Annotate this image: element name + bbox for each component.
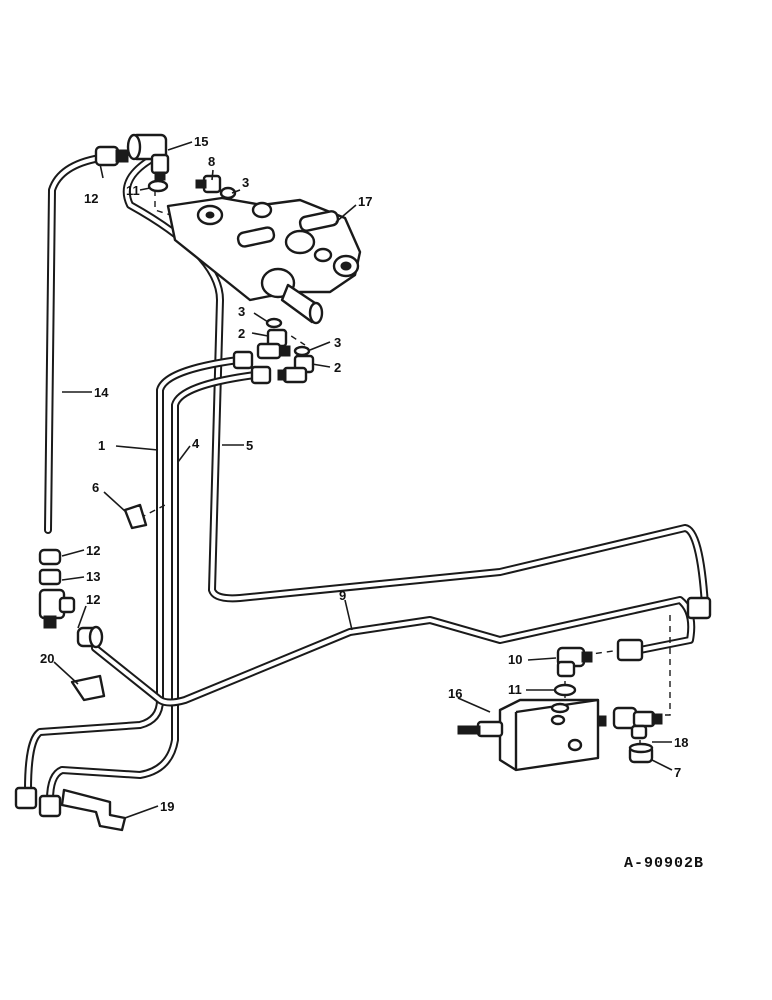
connector-12-mid <box>38 548 62 566</box>
callout-2-right: 2 <box>334 360 341 375</box>
callout-9: 9 <box>339 588 346 603</box>
control-valve-17 <box>166 196 362 325</box>
elbow-2-left <box>256 328 291 360</box>
bracket-19 <box>60 788 127 832</box>
nut-pipe-5 <box>686 596 712 620</box>
callout-8: 8 <box>208 154 215 169</box>
callout-16: 16 <box>448 686 462 701</box>
pipe-9 <box>91 596 696 707</box>
connector-12-lower <box>76 625 104 649</box>
o-ring-11-lower <box>553 683 577 697</box>
pipe-5 <box>122 156 709 609</box>
o-ring-3-left <box>265 317 283 329</box>
bracket-20 <box>70 674 106 702</box>
callout-3-top: 3 <box>242 175 249 190</box>
cap-7 <box>628 742 654 764</box>
callout-15: 15 <box>194 134 208 149</box>
o-ring-11-top <box>147 179 169 193</box>
elbow-fitting-15 <box>126 133 170 181</box>
nut-pipe-9 <box>616 638 644 662</box>
callout-19: 19 <box>160 799 174 814</box>
callout-10: 10 <box>508 652 522 667</box>
nut-end-4 <box>38 794 62 818</box>
fitting-8 <box>195 174 222 194</box>
callout-6: 6 <box>92 480 99 495</box>
callout-20: 20 <box>40 651 54 666</box>
callout-7: 7 <box>674 765 681 780</box>
callout-13: 13 <box>86 569 100 584</box>
callout-5: 5 <box>246 438 253 453</box>
o-ring-3-right <box>293 345 311 357</box>
callout-11-lower: 11 <box>508 682 522 697</box>
pipe-4 <box>46 371 259 804</box>
callout-17: 17 <box>358 194 372 209</box>
callout-12-lower: 12 <box>86 592 100 607</box>
callout-12-mid: 12 <box>86 543 100 558</box>
pipe-14 <box>44 154 104 534</box>
callout-11-top: 11 <box>126 183 140 198</box>
callout-3-right: 3 <box>334 335 341 350</box>
callout-14: 14 <box>94 385 109 400</box>
callout-3-left: 3 <box>238 304 245 319</box>
connector-12-top <box>94 145 129 167</box>
nut-pipe-4 <box>250 365 272 385</box>
o-ring-3-top <box>219 186 237 200</box>
callout-2-left: 2 <box>238 326 245 341</box>
pipe-1 <box>24 356 242 794</box>
callout-1: 1 <box>98 438 105 453</box>
callout-12-top: 12 <box>84 191 98 206</box>
reference-number: A-90902B <box>624 855 704 872</box>
valve-block-16 <box>457 698 607 772</box>
nut-end-1 <box>14 786 38 810</box>
callout-18: 18 <box>674 735 688 750</box>
elbow-2-right <box>277 354 315 384</box>
elbow-10 <box>556 646 593 678</box>
tee-fitting-18 <box>612 706 663 740</box>
clip-6 <box>123 503 148 530</box>
nut-pipe-1 <box>232 350 254 370</box>
tee-fitting-13 <box>38 568 76 629</box>
callout-4: 4 <box>192 436 200 451</box>
